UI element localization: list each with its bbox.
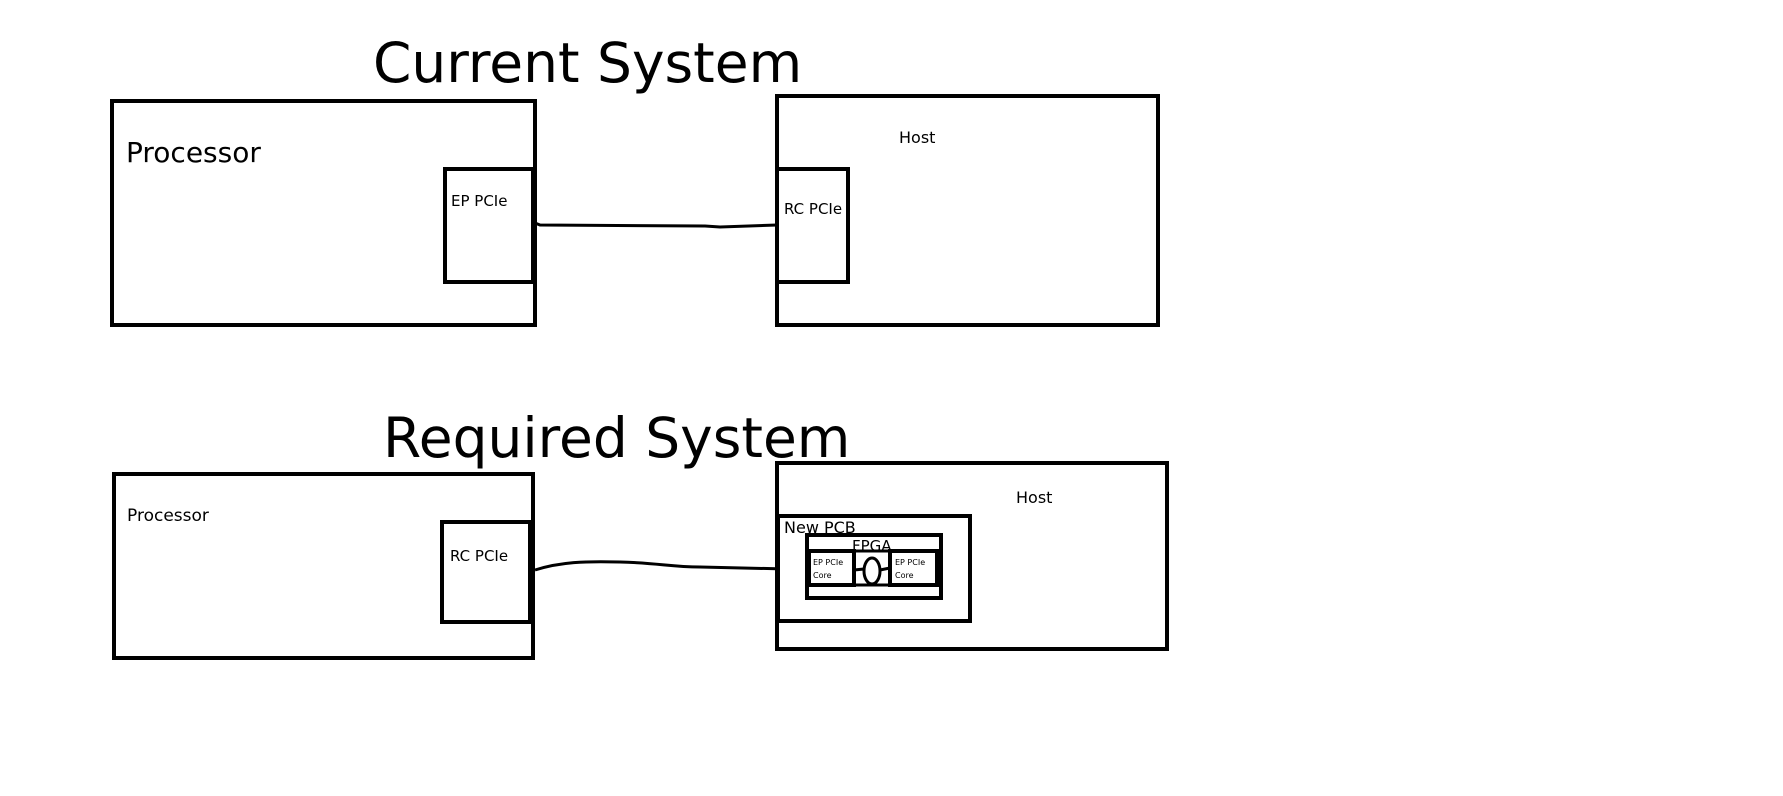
current-processor-label: Processor [126,136,261,169]
fpga-label: FPGA [852,537,892,555]
loopback-left-wire [853,567,865,572]
required-rc-pcie-box [440,520,532,624]
left-core-label-line1: EP PCIe [813,558,843,567]
current-rc-pcie-box [775,167,850,284]
loopback-ellipse [862,556,882,586]
current-host-label: Host [899,128,935,147]
current-rc-pcie-label: RC PCIe [784,200,842,218]
loopback-right-wire [879,566,891,572]
required-host-label: Host [1016,488,1052,507]
required-system-title: Required System [383,406,850,470]
current-pcie-link [534,221,778,229]
left-ep-pcie-core-box [807,549,856,587]
current-ep-pcie-box [443,167,535,284]
right-core-label-line2: Core [895,571,914,580]
required-processor-label: Processor [127,506,209,526]
required-rc-pcie-label: RC PCIe [450,547,508,565]
left-core-label-line2: Core [813,571,832,580]
required-pcie-link [534,560,788,572]
right-core-label-line1: EP PCIe [895,558,925,567]
current-ep-pcie-label: EP PCIe [451,192,507,210]
new-pcb-label: New PCB [784,518,856,537]
current-system-title: Current System [373,31,802,95]
